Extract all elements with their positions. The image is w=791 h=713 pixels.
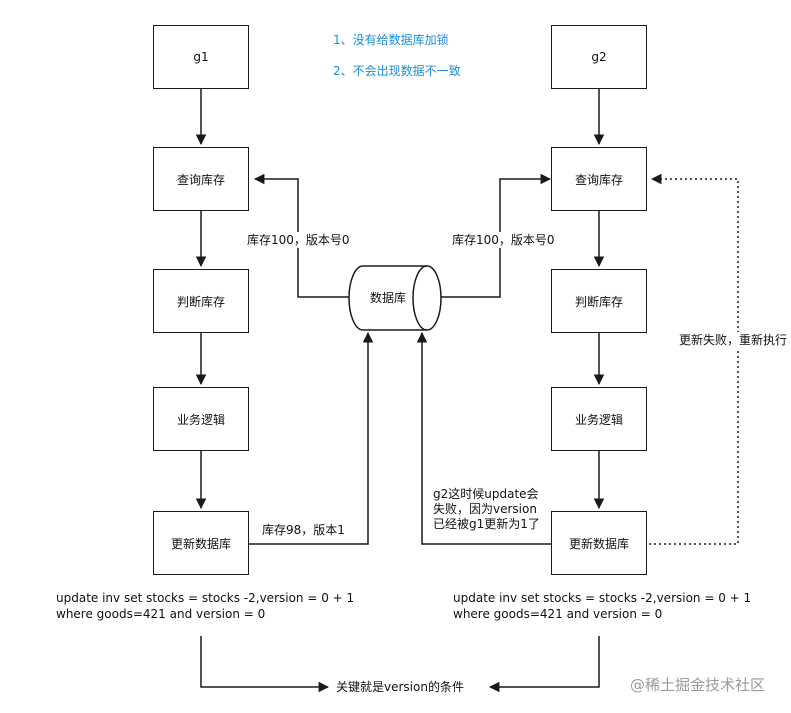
conflict-note-line2: 失败，因为version xyxy=(433,502,537,516)
g1-label: g1 xyxy=(193,50,209,64)
right-sql-line2: where goods=421 and version = 0 xyxy=(453,607,663,621)
right-logic-box: 业务逻辑 xyxy=(551,387,647,451)
arrow-right-update-to-db xyxy=(416,331,551,545)
left-judge-box: 判断库存 xyxy=(153,269,249,333)
left-update-label: 更新数据库 xyxy=(170,536,231,551)
right-logic-label: 业务逻辑 xyxy=(574,412,623,427)
right-query-box: 查询库存 xyxy=(551,147,647,211)
left-logic-box: 业务逻辑 xyxy=(153,387,249,451)
conflict-note-line1: g2这时候update会 xyxy=(433,487,539,501)
right-update-box: 更新数据库 xyxy=(551,511,647,575)
note-no-lock: 1、没有给数据库加锁 xyxy=(333,33,449,47)
conflict-note: g2这时候update会 失败，因为version 已经被g1更新为1了 xyxy=(433,487,540,532)
right-judge-label: 判断库存 xyxy=(574,294,623,309)
right-sql: update inv set stocks = stocks -2,versio… xyxy=(453,590,751,622)
key-condition-label: 关键就是version的条件 xyxy=(336,680,464,694)
right-read-label: 库存100，版本号0 xyxy=(452,232,555,248)
left-judge-label: 判断库存 xyxy=(176,294,225,309)
watermark: @稀土掘金技术社区 xyxy=(630,676,766,694)
arrow-right-to-key xyxy=(488,636,600,693)
conflict-note-line3: 已经被g1更新为1了 xyxy=(433,517,540,531)
left-query-box: 查询库存 xyxy=(153,147,249,211)
g1-box: g1 xyxy=(153,25,249,89)
right-update-label: 更新数据库 xyxy=(568,536,629,551)
right-sql-line1: update inv set stocks = stocks -2,versio… xyxy=(453,591,752,605)
note-no-inconsistency: 2、不会出现数据不一致 xyxy=(333,64,461,78)
retry-loop-arrow xyxy=(649,173,739,545)
left-query-label: 查询库存 xyxy=(176,172,225,187)
arrow-left-to-key xyxy=(200,636,330,693)
database-cylinder xyxy=(348,265,442,331)
left-sql-line2: where goods=421 and version = 0 xyxy=(56,607,266,621)
database-label: 数据库 xyxy=(370,291,407,305)
arrow-left-update-to-db xyxy=(249,331,374,545)
left-sql: update inv set stocks = stocks -2,versio… xyxy=(56,590,354,622)
right-judge-box: 判断库存 xyxy=(551,269,647,333)
g2-label: g2 xyxy=(591,50,607,64)
left-logic-label: 业务逻辑 xyxy=(176,412,225,427)
g2-box: g2 xyxy=(551,25,647,89)
left-read-label: 库存100，版本号0 xyxy=(247,232,350,248)
right-query-label: 查询库存 xyxy=(574,172,623,187)
left-sql-line1: update inv set stocks = stocks -2,versio… xyxy=(56,591,355,605)
left-update-box: 更新数据库 xyxy=(153,511,249,575)
left-write-label: 库存98，版本1 xyxy=(262,522,345,538)
retry-label: 更新失败，重新执行 xyxy=(679,332,788,348)
